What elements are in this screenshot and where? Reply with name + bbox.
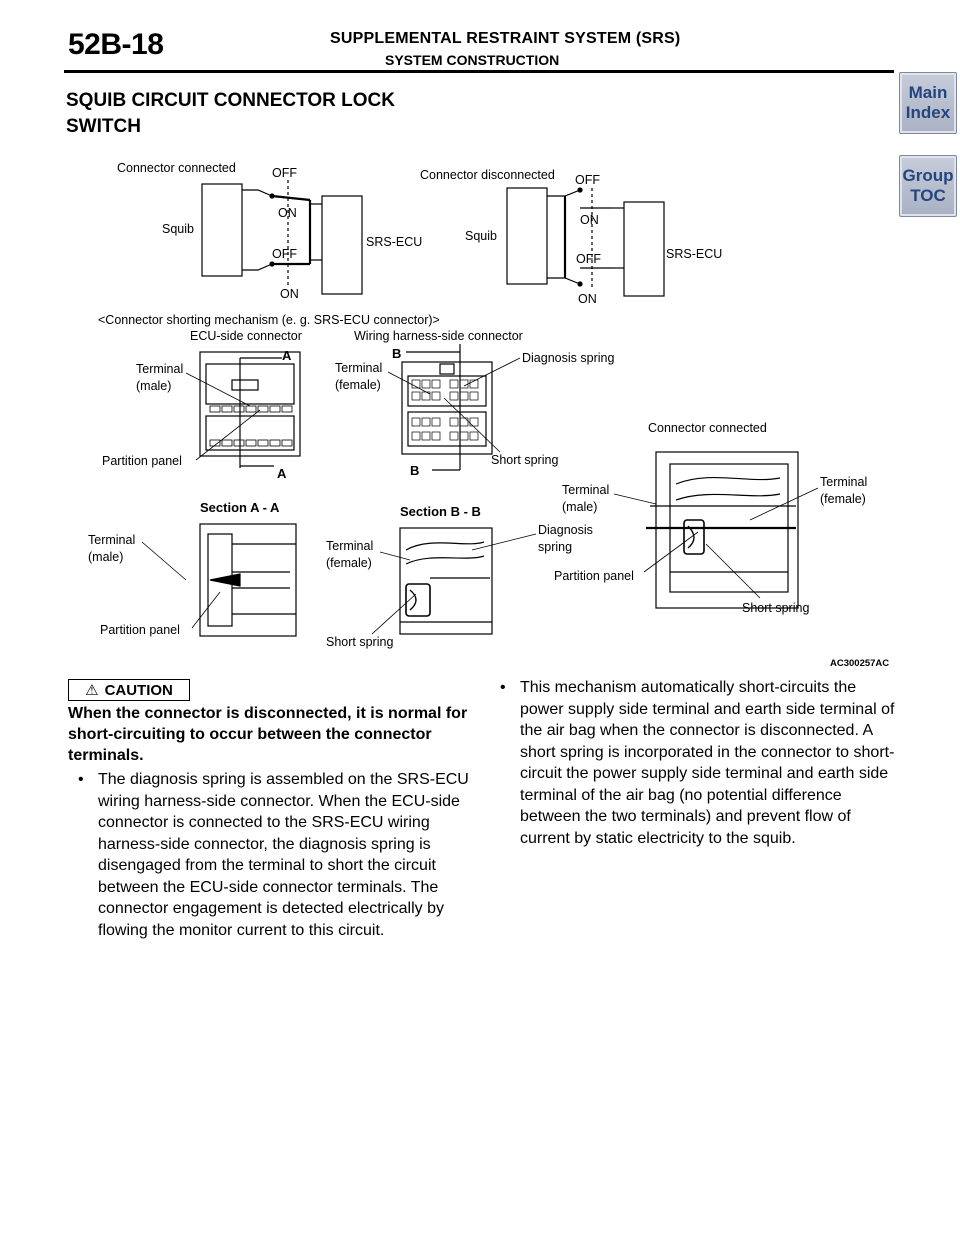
label-off-1: OFF	[272, 166, 297, 180]
bullet-item-2: • This mechanism automatically short-cir…	[500, 677, 900, 849]
label-section-aa: Section A - A	[200, 500, 280, 515]
label-off-2: OFF	[272, 247, 297, 261]
connector-lock-diagram: Connector connected OFF ON OFF ON Squib …	[88, 161, 889, 669]
switch-contact	[269, 193, 275, 199]
label-short-spring-1: Short spring	[491, 453, 558, 467]
label-partition-panel-1: Partition panel	[102, 454, 182, 468]
label-female-1: (female)	[335, 378, 381, 392]
label-section-bb: Section B - B	[400, 504, 481, 519]
group-toc-button[interactable]: Group TOC	[899, 155, 957, 217]
switch-contact	[577, 187, 583, 193]
warning-icon: ⚠	[85, 682, 99, 699]
label-off-3: OFF	[575, 173, 600, 187]
header-title: SUPPLEMENTAL RESTRAINT SYSTEM (SRS)	[330, 30, 681, 47]
section-bb-view	[399, 527, 493, 635]
label-off-4: OFF	[576, 252, 601, 266]
label-terminal-male-3: Terminal	[562, 483, 609, 497]
ecu-box-1	[321, 195, 363, 295]
mark-b-top: B	[392, 346, 401, 361]
label-short-spring-2: Short spring	[326, 635, 393, 649]
label-on-4: ON	[578, 292, 597, 306]
ecu-side-connector-front	[199, 351, 301, 468]
switch-contact	[577, 281, 583, 287]
label-female-3: (female)	[820, 492, 866, 506]
main-index-button[interactable]: Main Index	[899, 72, 957, 134]
label-connector-connected-2: Connector connected	[648, 421, 767, 435]
label-partition-panel-2: Partition panel	[100, 623, 180, 637]
label-male-2: (male)	[88, 550, 123, 564]
page-number: 52B-18	[68, 28, 164, 61]
figure-id: AC300257AC	[830, 658, 889, 669]
bullet-dot: •	[500, 679, 506, 696]
mark-b-bottom: B	[410, 463, 419, 478]
squib-box-2	[506, 187, 548, 285]
squib-box-1	[201, 183, 243, 277]
label-squib-2: Squib	[465, 229, 497, 243]
mark-a-top: A	[282, 348, 292, 363]
harness-side-connector-front	[401, 344, 493, 471]
bullet-item-1: • The diagnosis spring is assembled on t…	[78, 769, 478, 941]
label-spring: spring	[538, 540, 572, 554]
section-aa-view	[199, 523, 297, 637]
label-partition-panel-3: Partition panel	[554, 569, 634, 583]
label-ecu-side-connector: ECU-side connector	[190, 329, 302, 343]
label-terminal-female-2: Terminal	[326, 539, 373, 553]
label-female-2: (female)	[326, 556, 372, 570]
bullet-text-1: The diagnosis spring is assembled on the…	[98, 771, 469, 939]
wire	[242, 263, 273, 271]
label-connector-connected: Connector connected	[117, 161, 236, 175]
ecu-box-2	[623, 201, 665, 297]
wire	[271, 194, 311, 202]
label-terminal-female-1: Terminal	[335, 361, 382, 375]
caution-label: CAUTION	[104, 681, 173, 699]
label-terminal-male-1: Terminal	[136, 362, 183, 376]
mark-a-bottom: A	[277, 466, 287, 481]
label-connector-disconnected: Connector disconnected	[420, 168, 555, 182]
label-short-spring-3: Short spring	[742, 601, 809, 615]
section-title: SQUIB CIRCUIT CONNECTOR LOCK SWITCH	[66, 90, 395, 137]
bullet-text-2: This mechanism automatically short-circu…	[520, 679, 895, 847]
label-srs-ecu-1: SRS-ECU	[366, 235, 422, 249]
label-squib-1: Squib	[162, 222, 194, 236]
caution-text: When the connector is disconnected, it i…	[68, 705, 468, 764]
wire	[242, 189, 273, 197]
caution-badge: ⚠ CAUTION	[68, 679, 190, 701]
label-terminal-female-3: Terminal	[820, 475, 867, 489]
label-wiring-harness-connector: Wiring harness-side connector	[354, 329, 523, 343]
label-on-2: ON	[280, 287, 299, 301]
label-on-3: ON	[580, 213, 599, 227]
switch-contact	[269, 261, 275, 267]
mechanism-caption: <Connector shorting mechanism (e. g. SRS…	[98, 313, 440, 327]
wire	[547, 189, 581, 197]
wire	[547, 277, 581, 285]
label-male-1: (male)	[136, 379, 171, 393]
header-rule	[64, 70, 894, 73]
header-subtitle: SYSTEM CONSTRUCTION	[385, 52, 560, 68]
bullet-dot: •	[78, 771, 84, 788]
connected-cross-section	[646, 451, 799, 609]
label-srs-ecu-2: SRS-ECU	[666, 247, 722, 261]
label-terminal-male-2: Terminal	[88, 533, 135, 547]
label-diagnosis: Diagnosis	[538, 523, 593, 537]
label-on-1: ON	[278, 206, 297, 220]
label-diagnosis-spring-1: Diagnosis spring	[522, 351, 614, 365]
label-male-3: (male)	[562, 500, 597, 514]
